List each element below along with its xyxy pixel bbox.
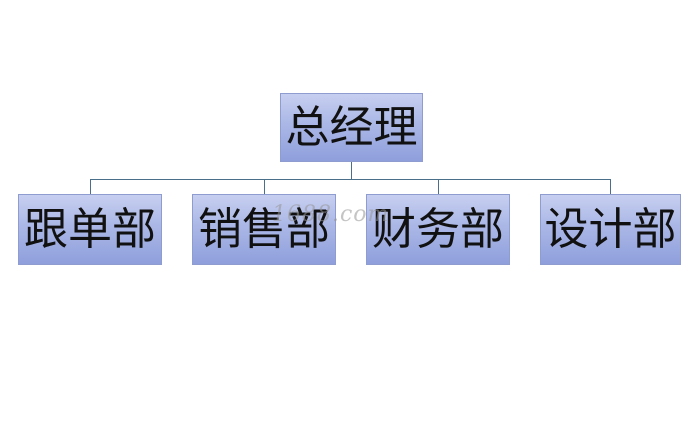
node-finance-department: 财务部 — [366, 194, 510, 265]
node-general-manager: 总经理 — [280, 93, 423, 162]
node-sales-department-label: 销售部 — [198, 203, 330, 255]
watermark-text: 1688.com — [272, 202, 390, 227]
node-general-manager-label: 总经理 — [285, 101, 418, 153]
node-order-department: 跟单部 — [18, 194, 162, 265]
node-finance-department-label: 财务部 — [372, 203, 504, 255]
node-order-department-label: 跟单部 — [24, 203, 156, 255]
node-sales-department: 销售部 — [192, 194, 336, 265]
node-design-department-label: 设计部 — [544, 203, 677, 255]
node-design-department: 设计部 — [540, 194, 681, 265]
